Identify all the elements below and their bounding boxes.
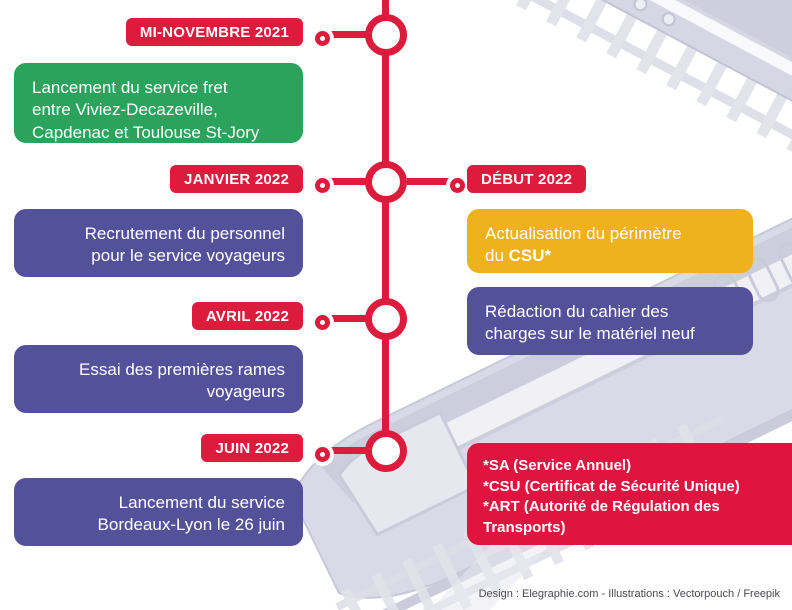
- card-line: Rédaction du cahier des: [485, 302, 669, 321]
- timeline-spine-segment: [382, 337, 389, 433]
- connector-line-mi-novembre-2021: [319, 31, 369, 38]
- card-line: Capdenac et Toulouse St-Jory: [32, 122, 260, 142]
- milestone-card-recrutement: Recrutement du personnel pour le service…: [14, 209, 303, 277]
- card-line: voyageurs: [206, 382, 285, 402]
- card-line: entre Viviez-Decazeville,: [32, 100, 218, 120]
- credit-line: Design : Elegraphie.com - Illustrations …: [478, 588, 780, 600]
- card-line: Essai des premières rames: [79, 360, 285, 379]
- card-line: charges sur le matériel neuf: [485, 324, 695, 344]
- card-line: Lancement du service: [118, 493, 285, 512]
- timeline-spine-segment: [382, 0, 389, 16]
- connector-dot-icon: [446, 174, 469, 197]
- date-chip-mi-novembre-2021[interactable]: MI-NOVEMBRE 2021: [125, 18, 303, 46]
- connector-dot-icon: [311, 174, 334, 197]
- card-term-csu: CSU*: [508, 246, 552, 266]
- timeline-node-juin-2022[interactable]: [365, 430, 407, 472]
- date-chip-label: JUIN 2022: [215, 439, 289, 457]
- card-line-partial: du: [485, 246, 509, 266]
- connector-dot-icon: [311, 311, 334, 334]
- milestone-card-csu-perimetre: Actualisation du périmètre du CSU*: [467, 209, 753, 273]
- legend-line: Transports): [483, 519, 566, 537]
- date-chip-label: DÉBUT 2022: [481, 170, 573, 188]
- legend-line: *CSU (Certificat de Sécurité Unique): [483, 477, 740, 495]
- card-line: Lancement du service fret: [32, 78, 228, 97]
- legend-line: *ART (Autorité de Régulation des: [483, 498, 720, 516]
- milestone-card-fret-launch: Lancement du service fret entre Viviez-D…: [14, 63, 303, 143]
- timeline-node-avril-2022[interactable]: [365, 298, 407, 340]
- date-chip-avril-2022[interactable]: AVRIL 2022: [191, 302, 303, 330]
- milestone-card-bordeaux-lyon: Lancement du service Bordeaux-Lyon le 26…: [14, 478, 303, 546]
- connector-dot-icon: [311, 443, 334, 466]
- legend-abbreviations: *SA (Service Annuel) *CSU (Certificat de…: [467, 443, 792, 545]
- date-chip-label: AVRIL 2022: [205, 307, 289, 325]
- connector-dot-icon: [311, 27, 334, 50]
- date-chip-debut-2022[interactable]: DÉBUT 2022: [467, 165, 587, 193]
- card-line: Bordeaux-Lyon le 26 juin: [97, 515, 285, 535]
- date-chip-label: JANVIER 2022: [184, 170, 289, 188]
- timeline-node-mi-novembre-2021[interactable]: [365, 14, 407, 56]
- timeline-spine-segment: [382, 54, 389, 163]
- card-line: Actualisation du périmètre: [485, 224, 682, 243]
- timeline-spine-segment: [382, 200, 389, 300]
- date-chip-juin-2022[interactable]: JUIN 2022: [201, 434, 303, 462]
- milestone-card-cahier-charges: Rédaction du cahier des charges sur le m…: [467, 287, 753, 355]
- legend-line: *SA (Service Annuel): [483, 457, 632, 474]
- timeline-node-janvier-2022[interactable]: [365, 161, 407, 203]
- date-chip-label: MI-NOVEMBRE 2021: [139, 23, 289, 41]
- milestone-card-essai-rames: Essai des premières rames voyageurs: [14, 345, 303, 413]
- card-line: Recrutement du personnel: [84, 224, 285, 243]
- date-chip-janvier-2022[interactable]: JANVIER 2022: [170, 165, 303, 193]
- card-line: pour le service voyageurs: [91, 246, 285, 266]
